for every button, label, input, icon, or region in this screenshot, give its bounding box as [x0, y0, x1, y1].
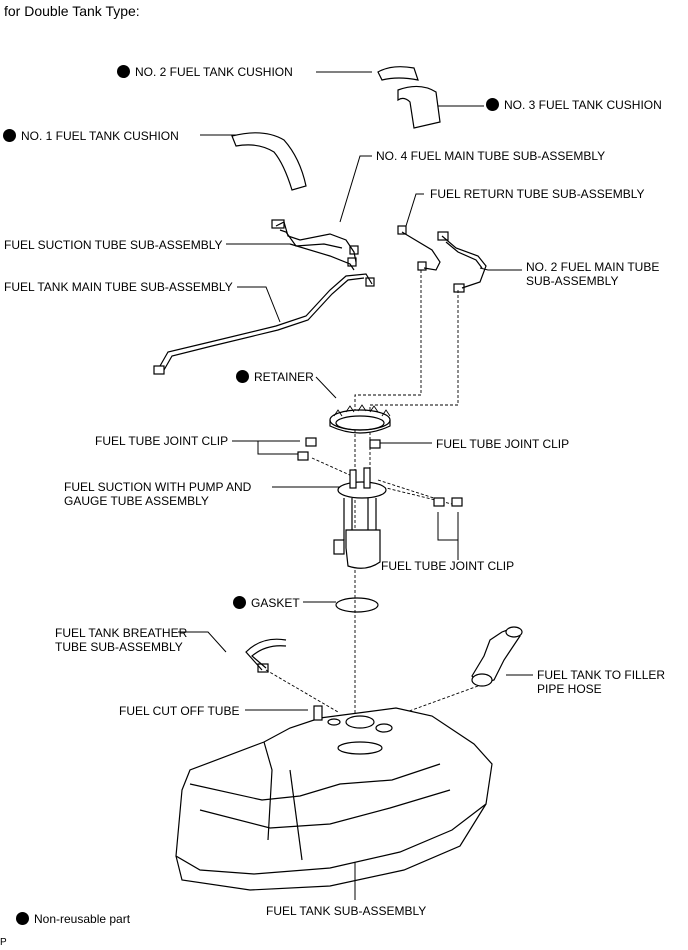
- no2-cushion-shape: [377, 66, 419, 81]
- non-reusable-marker-icon: [16, 912, 29, 925]
- label-fuel-tank-main-tube: FUEL TANK MAIN TUBE SUB-ASSEMBLY: [4, 280, 233, 294]
- label-text: NO. 1 FUEL TANK CUSHION: [21, 129, 179, 143]
- label-fuel-cut-off-tube: FUEL CUT OFF TUBE: [119, 704, 240, 718]
- label-text: RETAINER: [254, 370, 314, 384]
- label-fuel-return-tube: FUEL RETURN TUBE SUB-ASSEMBLY: [430, 187, 645, 201]
- pump-assembly-shape: [333, 467, 387, 569]
- label-no4-fuel-main-tube: NO. 4 FUEL MAIN TUBE SUB-ASSEMBLY: [376, 149, 606, 163]
- label-no1-fuel-tank-cushion: NO. 1 FUEL TANK CUSHION: [3, 129, 179, 143]
- leader-lines: [178, 71, 533, 900]
- label-retainer: RETAINER: [236, 370, 314, 384]
- label-line-2: PIPE HOSE: [537, 682, 602, 696]
- no4-main-tube-shape: [271, 219, 359, 263]
- filler-hose-shape: [471, 626, 523, 687]
- label-fuel-tank-sub-assembly: FUEL TANK SUB-ASSEMBLY: [266, 904, 427, 918]
- label-no2-fuel-main-tube: NO. 2 FUEL MAIN TUBE SUB-ASSEMBLY: [526, 260, 659, 288]
- label-fuel-tank-to-filler-pipe-hose: FUEL TANK TO FILLER PIPE HOSE: [537, 668, 665, 696]
- label-fuel-suction-pump-assembly: FUEL SUCTION WITH PUMP AND GAUGE TUBE AS…: [64, 480, 251, 508]
- corner-mark: P: [0, 937, 7, 948]
- label-fuel-suction-tube: FUEL SUCTION TUBE SUB-ASSEMBLY: [4, 238, 223, 252]
- no2-main-tube-shape: [437, 231, 487, 293]
- label-no3-fuel-tank-cushion: NO. 3 FUEL TANK CUSHION: [486, 98, 662, 112]
- joint-clip-shapes: [297, 437, 463, 507]
- legend-non-reusable: Non-reusable part: [16, 912, 130, 926]
- label-text: GASKET: [251, 596, 300, 610]
- label-fuel-tank-breather-tube: FUEL TANK BREATHER TUBE SUB-ASSEMBLY: [55, 626, 187, 654]
- label-line-2: GAUGE TUBE ASSEMBLY: [64, 494, 209, 508]
- non-reusable-marker-icon: [486, 98, 499, 111]
- label-text: NO. 2 FUEL TANK CUSHION: [135, 65, 293, 79]
- legend-text: Non-reusable part: [34, 912, 131, 926]
- label-line-1: NO. 2 FUEL MAIN TUBE: [526, 260, 660, 274]
- gasket-shape: [335, 597, 379, 613]
- suction-tube-shape: [289, 243, 357, 271]
- label-line-1: FUEL TANK BREATHER: [55, 626, 188, 640]
- label-fuel-tube-joint-clip-left: FUEL TUBE JOINT CLIP: [95, 434, 229, 448]
- no1-cushion-shape: [231, 132, 307, 191]
- non-reusable-marker-icon: [117, 65, 130, 78]
- non-reusable-marker-icon: [233, 596, 246, 609]
- label-fuel-tube-joint-clip-bottom: FUEL TUBE JOINT CLIP: [381, 559, 515, 573]
- breather-tube-shape: [245, 638, 287, 673]
- label-line-1: FUEL TANK TO FILLER: [537, 668, 666, 682]
- label-text: NO. 3 FUEL TANK CUSHION: [504, 98, 662, 112]
- non-reusable-marker-icon: [236, 370, 249, 383]
- retainer-ring-shape: [329, 404, 391, 434]
- label-line-1: FUEL SUCTION WITH PUMP AND: [64, 480, 252, 494]
- main-tube-shape: [153, 273, 375, 375]
- assembly-guide-lines: [265, 270, 479, 720]
- page-heading: for Double Tank Type:: [4, 3, 140, 19]
- label-line-2: SUB-ASSEMBLY: [526, 274, 619, 288]
- label-fuel-tube-joint-clip-right: FUEL TUBE JOINT CLIP: [436, 437, 570, 451]
- return-tube-shape: [397, 225, 441, 271]
- fuel-tank-shape: [175, 705, 493, 891]
- non-reusable-marker-icon: [3, 129, 16, 142]
- no3-cushion-shape: [397, 85, 441, 129]
- label-line-2: TUBE SUB-ASSEMBLY: [55, 640, 183, 654]
- label-gasket: GASKET: [233, 596, 300, 610]
- label-no2-fuel-tank-cushion: NO. 2 FUEL TANK CUSHION: [117, 65, 293, 79]
